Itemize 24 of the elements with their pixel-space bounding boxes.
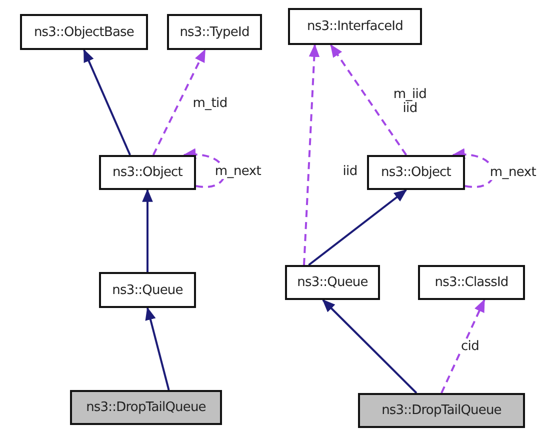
edge-label: m_next [214, 165, 262, 179]
class-box: ns3::Object [99, 155, 196, 190]
class-box: ns3::ObjectBase [20, 14, 148, 50]
class-box: ns3::InterfaceId [288, 8, 422, 45]
dashed-arrow [152, 49, 206, 156]
arrow [322, 299, 418, 394]
class-box: ns3::TypeId [167, 14, 262, 50]
dashed-arrow [452, 149, 494, 188]
class-box: ns3::DropTailQueue [358, 393, 525, 428]
edge-label: m_next [488, 166, 538, 180]
class-box: ns3::ClassId [418, 265, 525, 300]
arrow [142, 188, 153, 272]
edge-label: m_tid [192, 97, 228, 111]
dashed-arrow [303, 44, 320, 266]
class-box: ns3::Object [367, 155, 465, 190]
class-box: ns3::Queue [285, 265, 380, 300]
arrow [145, 306, 170, 390]
dashed-arrow [182, 149, 226, 188]
arrow [83, 49, 131, 156]
dashed-arrow [440, 299, 486, 394]
arrow [308, 189, 408, 266]
class-box: ns3::Queue [99, 272, 196, 308]
class-box: ns3::DropTailQueue [70, 390, 222, 425]
dashed-arrow [330, 44, 408, 156]
